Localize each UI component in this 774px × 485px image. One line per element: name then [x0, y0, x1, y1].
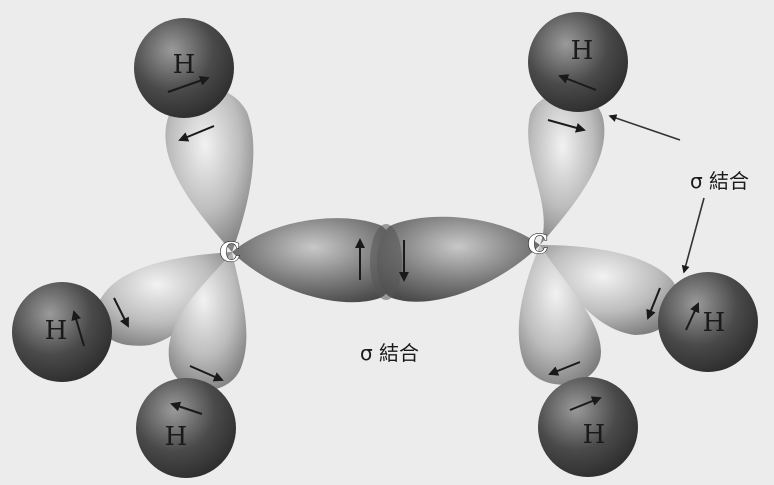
- spin-arrow-icon: [547, 119, 586, 133]
- pointer-arrow-icon: [681, 197, 705, 274]
- sigma-bond-label-center: σ 結合: [360, 341, 419, 365]
- hydrogen-label-bottom-right: H: [583, 420, 606, 450]
- spin-arrow-icon: [170, 401, 203, 415]
- spin-arrow-icon: [113, 297, 129, 328]
- hydrogen-atom-right: [658, 272, 758, 372]
- spin-arrow-icon: [646, 287, 661, 320]
- carbon-label-right: C: [528, 230, 549, 260]
- pointer-arrow-icon: [608, 114, 681, 141]
- spin-arrow-icon: [548, 361, 581, 376]
- spin-arrow-icon: [71, 310, 85, 347]
- hydrogen-atom-bottom-left: [136, 378, 236, 478]
- hydrogen-label-bottom-left: H: [165, 422, 188, 452]
- spin-arrow-icon: [178, 125, 215, 142]
- hydrogen-atom-bottom-right: [538, 377, 638, 477]
- hydrogen-label-left: H: [45, 316, 68, 346]
- hydrogen-label-top-right: H: [571, 36, 594, 66]
- hydrogen-label-right: H: [703, 308, 726, 338]
- hydrogen-label-top-left: H: [173, 50, 196, 80]
- hydrogen-atom-top-right: [528, 12, 628, 112]
- orbital-lobe-cc-right: [377, 216, 540, 302]
- spin-arrow-icon: [167, 75, 210, 93]
- hydrogen-atom-left: [12, 282, 112, 382]
- orbital-lobe-right-down: [518, 245, 601, 385]
- spin-arrow-icon: [558, 74, 597, 91]
- spin-arrow-icon: [569, 396, 602, 411]
- orbital-lobe-right-up: [528, 92, 605, 245]
- hydrogen-atom-top-left: [134, 18, 234, 118]
- orbital-lobe-left-down: [168, 252, 247, 391]
- spin-arrow-icon: [189, 365, 224, 382]
- orbital-lobe-left-up: [165, 88, 254, 252]
- sigma-bond-label-right: σ 結合: [690, 169, 749, 193]
- orbital-lobe-left-left: [96, 252, 233, 346]
- carbon-label-left: C: [220, 238, 241, 268]
- cc-overlap-region: [370, 224, 402, 300]
- orbital-lobe-cc-left: [232, 218, 395, 303]
- orbital-lobe-right-right: [540, 245, 679, 335]
- spin-arrow-icon: [685, 302, 700, 331]
